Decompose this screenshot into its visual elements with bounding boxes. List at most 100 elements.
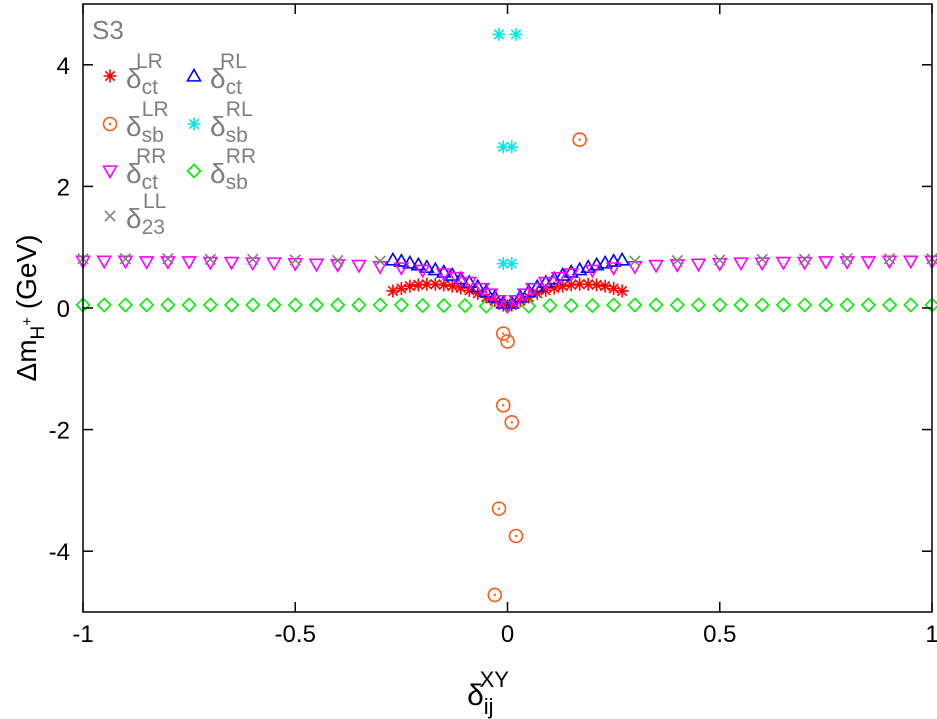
data-point — [374, 255, 386, 267]
data-point — [584, 264, 601, 279]
data-point — [245, 297, 261, 313]
data-point — [287, 297, 303, 313]
data-point — [556, 279, 570, 293]
data-point — [393, 262, 410, 276]
legend-label-sup: LR — [142, 98, 169, 121]
data-point — [96, 255, 113, 270]
data-point — [754, 257, 771, 272]
legend-label-sup: RR — [136, 145, 166, 168]
data-marks — [75, 27, 937, 603]
legend-label-sub: ct — [142, 171, 159, 194]
data-point — [712, 297, 728, 313]
x-axis-title: δijXY — [467, 667, 509, 719]
data-point — [202, 297, 218, 313]
y-tick-label: -2 — [49, 418, 70, 445]
legend-marker — [104, 210, 116, 222]
legend-marker — [187, 117, 201, 131]
data-point — [500, 334, 515, 349]
data-point — [775, 297, 792, 313]
legend-entry: δsb RR — [186, 145, 256, 194]
data-point — [626, 260, 643, 275]
data-point — [491, 501, 507, 516]
legend-label-sub: sb — [226, 124, 248, 147]
series-sb-RL — [492, 27, 523, 271]
data-point — [420, 277, 434, 291]
data-point — [733, 297, 749, 313]
legend-label: δsbLR — [126, 98, 169, 147]
legend-label: δ23LL — [126, 190, 166, 239]
y-axis-title-prefix: Δm — [11, 339, 42, 381]
data-point — [499, 300, 516, 315]
data-point — [775, 256, 792, 271]
data-point — [471, 286, 485, 300]
data-point — [96, 297, 112, 313]
data-point — [139, 297, 155, 313]
data-point — [627, 297, 643, 313]
data-point — [331, 254, 344, 267]
data-point — [394, 282, 408, 296]
data-point — [605, 297, 622, 313]
x-tick-label: 0.5 — [703, 621, 736, 648]
y-tick-label: 4 — [57, 53, 70, 80]
legend-label-sub: sb — [226, 171, 248, 194]
legend-label: δct RR — [126, 145, 166, 194]
data-point — [860, 297, 876, 313]
data-point — [733, 257, 749, 272]
legend-label-base: δ — [210, 158, 226, 189]
series-sb-LR — [487, 132, 587, 603]
data-point — [287, 257, 304, 272]
data-point — [671, 254, 684, 267]
data-point — [372, 260, 389, 275]
legend-label-sub: sb — [142, 124, 164, 147]
data-point — [563, 297, 579, 314]
data-point — [330, 297, 346, 313]
legend-label: δsbRL — [210, 98, 253, 147]
y-tick-label: 0 — [57, 296, 70, 323]
data-point — [597, 254, 614, 269]
data-point — [505, 140, 519, 154]
data-point — [607, 282, 621, 296]
data-point — [590, 278, 604, 292]
data-point — [629, 255, 641, 267]
legend-label-sup: LR — [136, 50, 163, 73]
data-point — [492, 27, 506, 41]
data-point — [495, 295, 512, 309]
data-point — [223, 256, 240, 271]
legend-label-sub: 23 — [142, 216, 165, 239]
data-point — [247, 253, 259, 266]
data-point — [401, 254, 418, 269]
data-point — [817, 256, 834, 270]
data-point — [648, 297, 664, 313]
data-point — [496, 257, 510, 271]
legend-label-base: δ — [126, 203, 142, 234]
data-point — [883, 252, 896, 265]
data-point — [435, 268, 452, 283]
data-point — [525, 282, 541, 297]
legend-label-base: δ — [210, 63, 226, 94]
data-point — [756, 253, 768, 266]
x-axis-title-sup: XY — [480, 667, 510, 692]
legend-label: δctLR — [126, 50, 163, 99]
data-point — [516, 288, 533, 303]
y-tick-label: -4 — [49, 539, 70, 566]
legend-label-base: δ — [126, 158, 142, 189]
legend-marker — [186, 163, 202, 179]
data-point — [818, 297, 834, 313]
data-point — [542, 297, 558, 314]
data-point — [454, 281, 468, 295]
legend-marker — [186, 67, 202, 82]
data-point — [508, 528, 524, 544]
data-point — [351, 259, 367, 274]
legend-label-sup: RR — [226, 145, 256, 168]
legend-entry: δct RR — [102, 145, 166, 194]
data-point — [461, 274, 478, 289]
x-tick-label: -0.5 — [275, 621, 316, 648]
data-point — [648, 259, 664, 274]
data-point — [487, 587, 503, 603]
data-point — [564, 278, 578, 292]
data-point — [713, 254, 726, 266]
data-point — [669, 297, 685, 313]
legend-entry: δctLR — [103, 50, 163, 99]
legend-label: δsb RR — [210, 145, 256, 194]
